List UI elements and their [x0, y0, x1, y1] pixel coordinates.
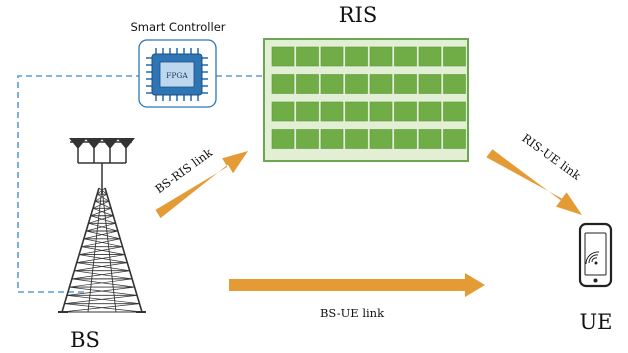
tower-strut: [98, 187, 108, 195]
smart-controller: FPGA: [138, 39, 217, 108]
ris-element: [296, 74, 319, 94]
ris-element: [418, 129, 442, 149]
phone-screen: [584, 232, 607, 276]
ris-element: [271, 129, 295, 149]
ris-element: [271, 74, 295, 94]
tower-strut: [86, 222, 116, 232]
ris-element: [369, 101, 393, 122]
tower-strut: [79, 254, 128, 263]
ris-element: [271, 46, 295, 67]
bs-controller-dashed-line: [17, 75, 140, 293]
ris-ue-link-arrow: [486, 149, 582, 215]
phone-home-button: [593, 278, 598, 283]
ris-element: [320, 101, 344, 122]
tower-strut: [79, 246, 123, 255]
tower-strut: [69, 278, 133, 288]
tower-strut: [66, 286, 135, 296]
ris-label: RIS: [339, 3, 378, 27]
tower-strut: [96, 187, 106, 195]
ris-ue-link-label: RIS-UE link: [519, 131, 584, 183]
chip-die: [159, 61, 195, 88]
ris-element: [394, 74, 417, 94]
ris-element: [443, 101, 466, 122]
ris-element: [271, 101, 295, 122]
ris-element: [369, 129, 393, 149]
tower-strut: [76, 262, 130, 272]
tower-strut: [96, 193, 110, 202]
tower-strut: [90, 208, 112, 217]
tower-strut: [94, 193, 108, 202]
control-links: [17, 75, 268, 293]
tower-strut: [83, 230, 118, 240]
ris-element: [296, 46, 319, 67]
tower-strut: [86, 230, 121, 240]
ris-element: [296, 129, 319, 149]
tower-strut: [74, 262, 128, 272]
tower-strut: [81, 246, 125, 255]
ue-label: UE: [579, 310, 612, 334]
ris-element: [394, 101, 417, 122]
ris-element-grid: [271, 46, 466, 149]
ris-element: [394, 129, 417, 149]
ris-element: [345, 101, 368, 122]
tower-strut: [92, 200, 110, 209]
bs-ris-link-label: BS-RIS link: [152, 145, 215, 196]
tower-strut: [92, 208, 114, 217]
ris-element: [320, 46, 344, 67]
tower-strut: [61, 303, 140, 313]
tower-strut: [88, 215, 114, 224]
tower-strut: [83, 238, 123, 247]
ris-panel: [263, 38, 469, 162]
antenna-array-icon: [69, 138, 135, 190]
tower-strut: [94, 200, 112, 209]
ris-element: [320, 129, 344, 149]
bs-ue-link-arrow: [229, 273, 485, 297]
ris-element: [345, 129, 368, 149]
ris-element: [369, 74, 393, 94]
tower-strut: [81, 238, 121, 247]
ris-element: [443, 46, 466, 67]
user-equipment: [578, 222, 613, 288]
wifi-signal-icon: [585, 251, 600, 265]
bs-label: BS: [70, 328, 100, 349]
bs-ris-link-arrow: [155, 151, 248, 219]
ris-element: [320, 74, 344, 94]
base-station: [58, 138, 146, 313]
ris-element: [345, 74, 368, 94]
ris-element: [394, 46, 417, 67]
controller-label: Smart Controller: [130, 20, 225, 34]
fpga-chip-icon: [146, 48, 208, 101]
tower-strut: [90, 215, 116, 224]
ris-element: [443, 129, 466, 149]
tower-strut: [76, 254, 125, 263]
ris-element: [443, 74, 466, 94]
bs-ue-link-label: BS-UE link: [320, 306, 385, 320]
ris-element: [418, 101, 442, 122]
ris-element: [296, 101, 319, 122]
tower-strut: [88, 222, 118, 232]
tower-strut: [64, 294, 138, 304]
ris-element: [369, 46, 393, 67]
tower-strut: [71, 270, 130, 280]
link-arrows: [155, 149, 582, 297]
ris-element: [418, 74, 442, 94]
ris-element: [418, 46, 442, 67]
ris-element: [345, 46, 368, 67]
fpga-label: FPGA: [166, 71, 188, 80]
cell-tower-icon: [58, 187, 146, 313]
